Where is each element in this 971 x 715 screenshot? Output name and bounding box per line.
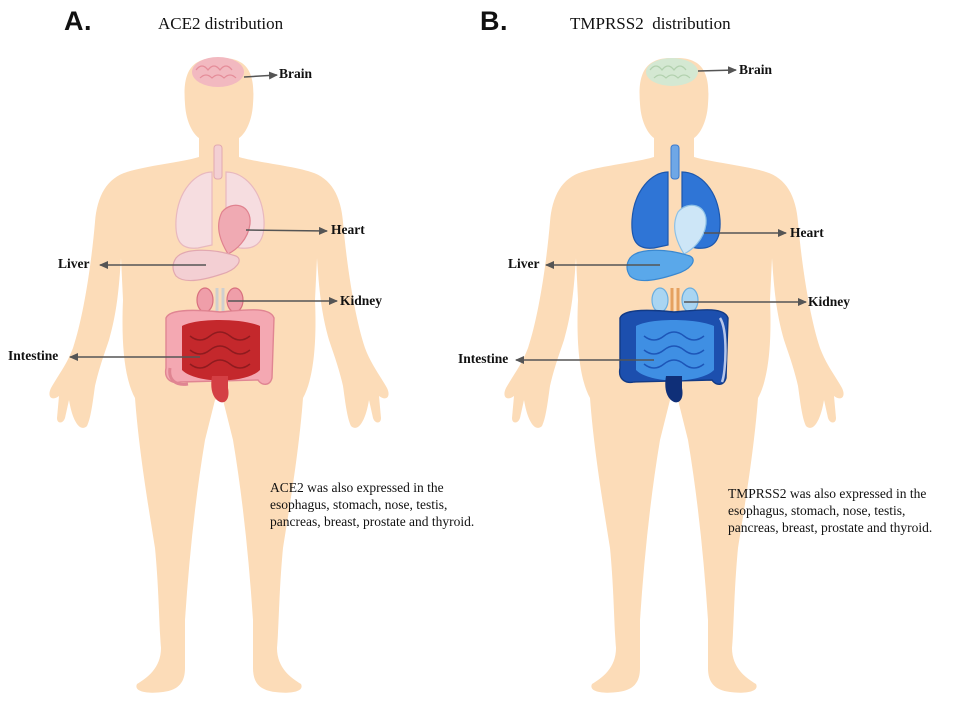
- panel-b-letter: B.: [480, 6, 508, 37]
- panel-b-note: TMPRSS2 was also expressed in the esopha…: [728, 485, 932, 536]
- panel-a-brain-organ: [192, 57, 244, 87]
- panel-a-label-brain: Brain: [279, 66, 312, 82]
- panel-b-arrow-brain: [698, 70, 736, 71]
- panel-a-label-liver: Liver: [58, 256, 90, 272]
- panel-b-title: TMPRSS2 distribution: [570, 14, 731, 34]
- panel-b-label-liver: Liver: [508, 256, 540, 272]
- panel-b-label-brain: Brain: [739, 62, 772, 78]
- panel-b-note-line: TMPRSS2 was also expressed in the: [728, 485, 932, 502]
- panel-a-right-kidney: [227, 288, 243, 312]
- panel-a-note: ACE2 was also expressed in the esophagus…: [270, 479, 474, 530]
- panel-a-left-kidney: [197, 288, 213, 312]
- panel-a-note-line: ACE2 was also expressed in the: [270, 479, 474, 496]
- panel-a-note-line: pancreas, breast, prostate and thyroid.: [270, 513, 474, 530]
- panel-b-note-line: esophagus, stomach, nose, testis,: [728, 502, 932, 519]
- panel-b-brain-organ: [646, 58, 698, 86]
- panel-b-right-kidney: [682, 288, 698, 312]
- panel-a-arrow-heart: [246, 230, 327, 231]
- panel-a-label-intestine: Intestine: [8, 348, 58, 364]
- panel-a-letter: A.: [64, 6, 92, 37]
- panel-a-label-kidney: Kidney: [340, 293, 382, 309]
- panel-b-note-line: pancreas, breast, prostate and thyroid.: [728, 519, 932, 536]
- panel-b-label-kidney: Kidney: [808, 294, 850, 310]
- panel-b-trachea: [671, 145, 679, 179]
- panel-b-left-kidney: [652, 288, 668, 312]
- panel-a-label-heart: Heart: [331, 222, 365, 238]
- panel-a-title: ACE2 distribution: [158, 14, 283, 34]
- panel-a-trachea: [214, 145, 222, 179]
- panel-a-note-line: esophagus, stomach, nose, testis,: [270, 496, 474, 513]
- panel-b-label-heart: Heart: [790, 225, 824, 241]
- panel-b-label-intestine: Intestine: [458, 351, 508, 367]
